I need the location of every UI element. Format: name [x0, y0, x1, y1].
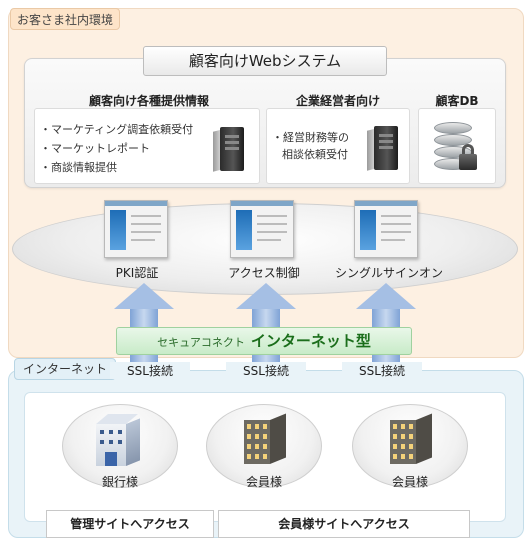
document-window-icon: [354, 200, 418, 258]
section-title-exec: 企業経営者向け: [295, 94, 380, 108]
info-bullet: ・マーケティング調査依頼受付: [40, 123, 194, 136]
office-building-icon: [244, 412, 292, 472]
member-label: 会員様: [391, 475, 428, 489]
secure-connect-label: セキュアコネクト: [157, 336, 245, 349]
document-window-icon: [104, 200, 168, 258]
internet-label: インターネット: [14, 358, 117, 380]
section-title-info: 顧客向け各種提供情報: [88, 94, 209, 108]
customer-environment-label: お客さま社内環境: [10, 8, 121, 30]
bank-label: 銀行様: [101, 475, 138, 489]
ssl-label: SSL接続: [110, 362, 190, 379]
single-sign-on-label: シングルサインオン: [334, 266, 443, 280]
bank-building-icon: [96, 414, 148, 474]
web-system-title: 顧客向けWebシステム: [143, 46, 387, 76]
info-bullet: ・マーケットレポート: [40, 142, 150, 155]
secure-connect-band: セキュアコネクトインターネット型: [116, 327, 412, 355]
section-title-db: 顧客DB: [435, 94, 479, 108]
database-lock-icon: [432, 120, 484, 176]
server-icon: [220, 127, 244, 171]
access-control-label: アクセス制御: [228, 266, 300, 280]
info-bullet: ・商談情報提供: [40, 161, 117, 174]
admin-site-access-tab[interactable]: 管理サイトへアクセス: [46, 510, 214, 538]
document-window-icon: [230, 200, 294, 258]
server-icon: [374, 126, 398, 170]
office-building-icon: [390, 412, 438, 472]
exec-bullet: ・経営財務等の: [272, 131, 349, 144]
exec-bullet: 相談依頼受付: [282, 148, 348, 161]
internet-type-label: インターネット型: [250, 332, 371, 350]
pki-auth-label: PKI認証: [115, 266, 159, 280]
member-site-access-tab[interactable]: 会員様サイトへアクセス: [218, 510, 470, 538]
member-label: 会員様: [245, 475, 282, 489]
ssl-label: SSL接続: [342, 362, 422, 379]
ssl-label: SSL接続: [226, 362, 306, 379]
